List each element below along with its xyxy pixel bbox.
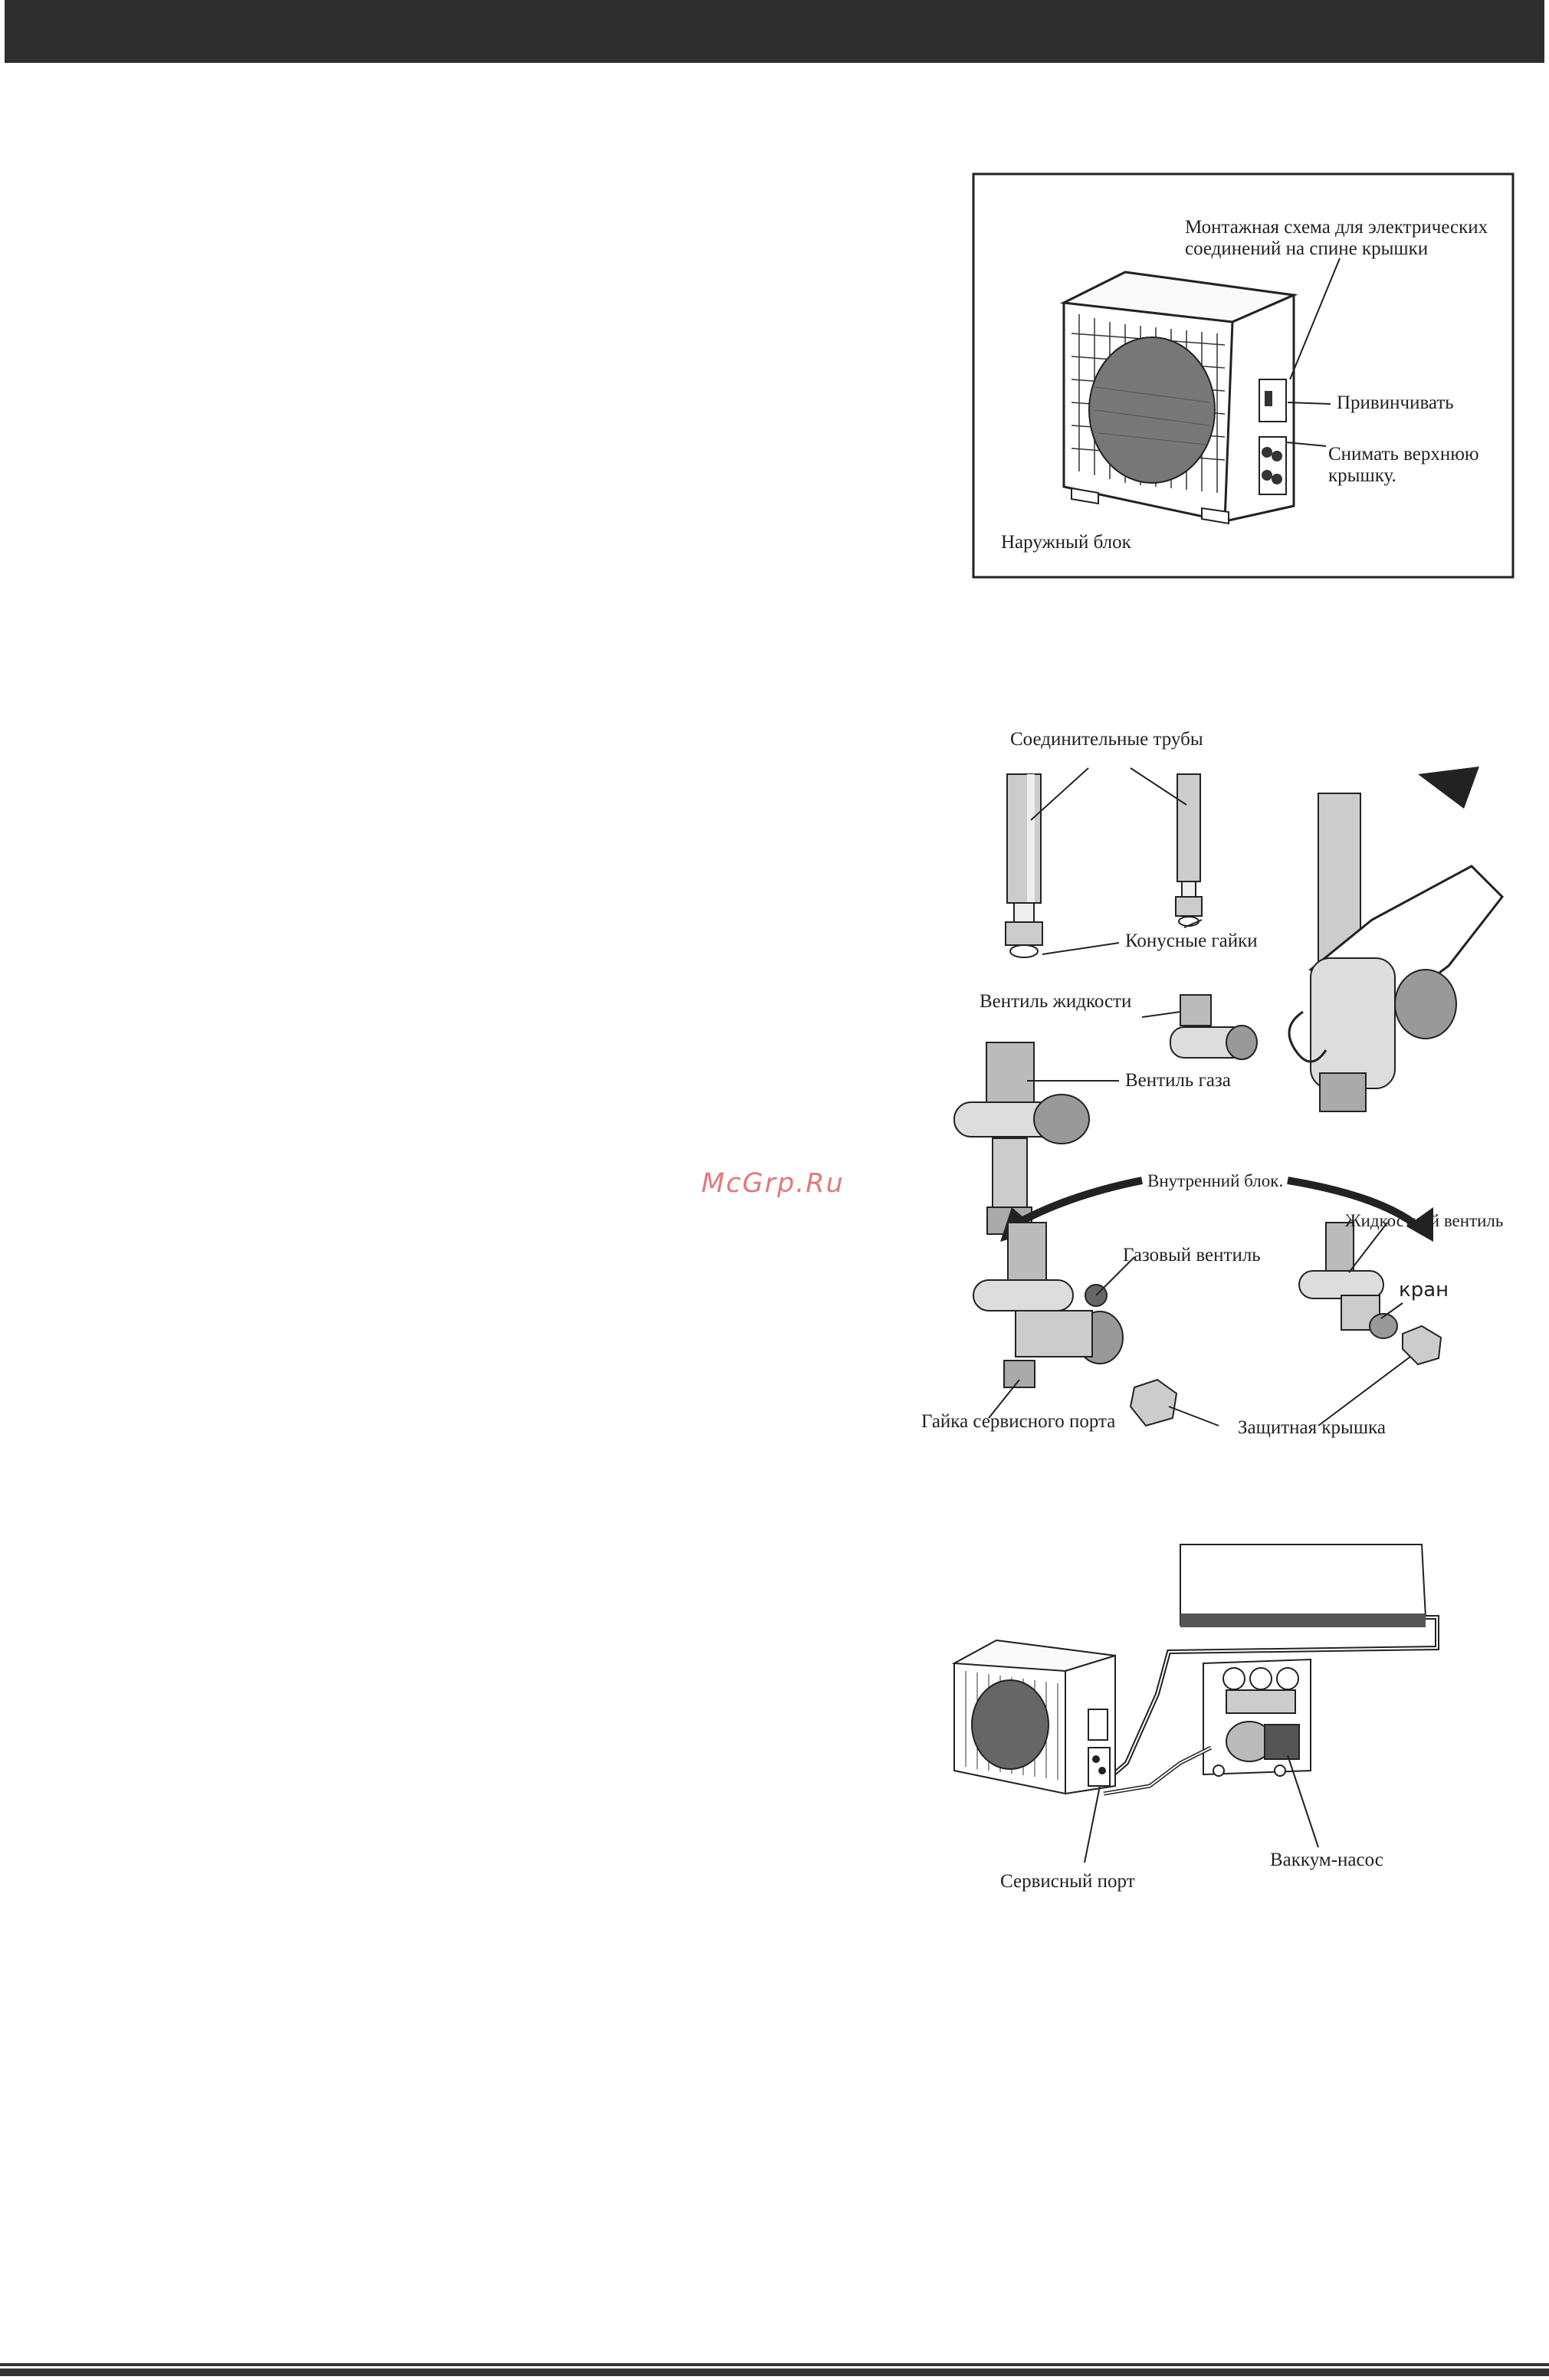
- wiring-diagram-label-line1: Монтажная схема для электрических: [1185, 217, 1488, 238]
- protective-cap-label: Защитная крышка: [1238, 1417, 1386, 1438]
- valves-drawing: [953, 767, 1504, 1427]
- figure-outdoor-unit: Монтажная схема для электрических соедин…: [972, 172, 1516, 580]
- screw-label: Привинчивать: [1337, 392, 1454, 413]
- footer-rule-thick: [0, 2369, 1549, 2376]
- figure-valves: Соединительные трубы Конусные гайки Вент…: [912, 713, 1525, 1449]
- remove-cover-label-line2: крышку.: [1328, 465, 1396, 486]
- wiring-diagram-label-line2: соединений на спине крышки: [1185, 238, 1429, 259]
- footer-rule-thin: [0, 2363, 1549, 2366]
- tap-label: кран: [1399, 1279, 1449, 1302]
- watermark: McGrp.Ru: [701, 1168, 845, 1199]
- connecting-pipes-label: Соединительные трубы: [1010, 729, 1203, 750]
- vacuum-pump-drawing: [951, 1544, 1439, 1863]
- service-port-label: Сервисный порт: [1000, 1871, 1135, 1892]
- gas-valve-label: Вентиль газа: [1125, 1070, 1231, 1091]
- vacuum-pump-label: Ваккум-насос: [1270, 1850, 1383, 1870]
- flare-nuts-label: Конусные гайки: [1125, 931, 1258, 951]
- header-bar: [5, 0, 1544, 63]
- indoor-unit-label: Внутренний блок.: [1147, 1171, 1284, 1190]
- outdoor-unit-drawing: [972, 172, 1515, 579]
- liquid-valve-lower-label: Жидкостной вентиль: [1345, 1211, 1504, 1230]
- outdoor-unit-caption: Наружный блок: [1001, 532, 1131, 553]
- remove-cover-label-line1: Снимать верхнюю: [1328, 444, 1479, 465]
- figure-vacuum-pump: Сервисный порт Ваккум-насос: [950, 1541, 1441, 1909]
- service-port-nut-label: Гайка сервисного порта: [921, 1411, 1116, 1432]
- liquid-valve-label: Вентиль жидкости: [980, 991, 1132, 1012]
- gas-valve-lower-label: Газовый вентиль: [1123, 1245, 1261, 1266]
